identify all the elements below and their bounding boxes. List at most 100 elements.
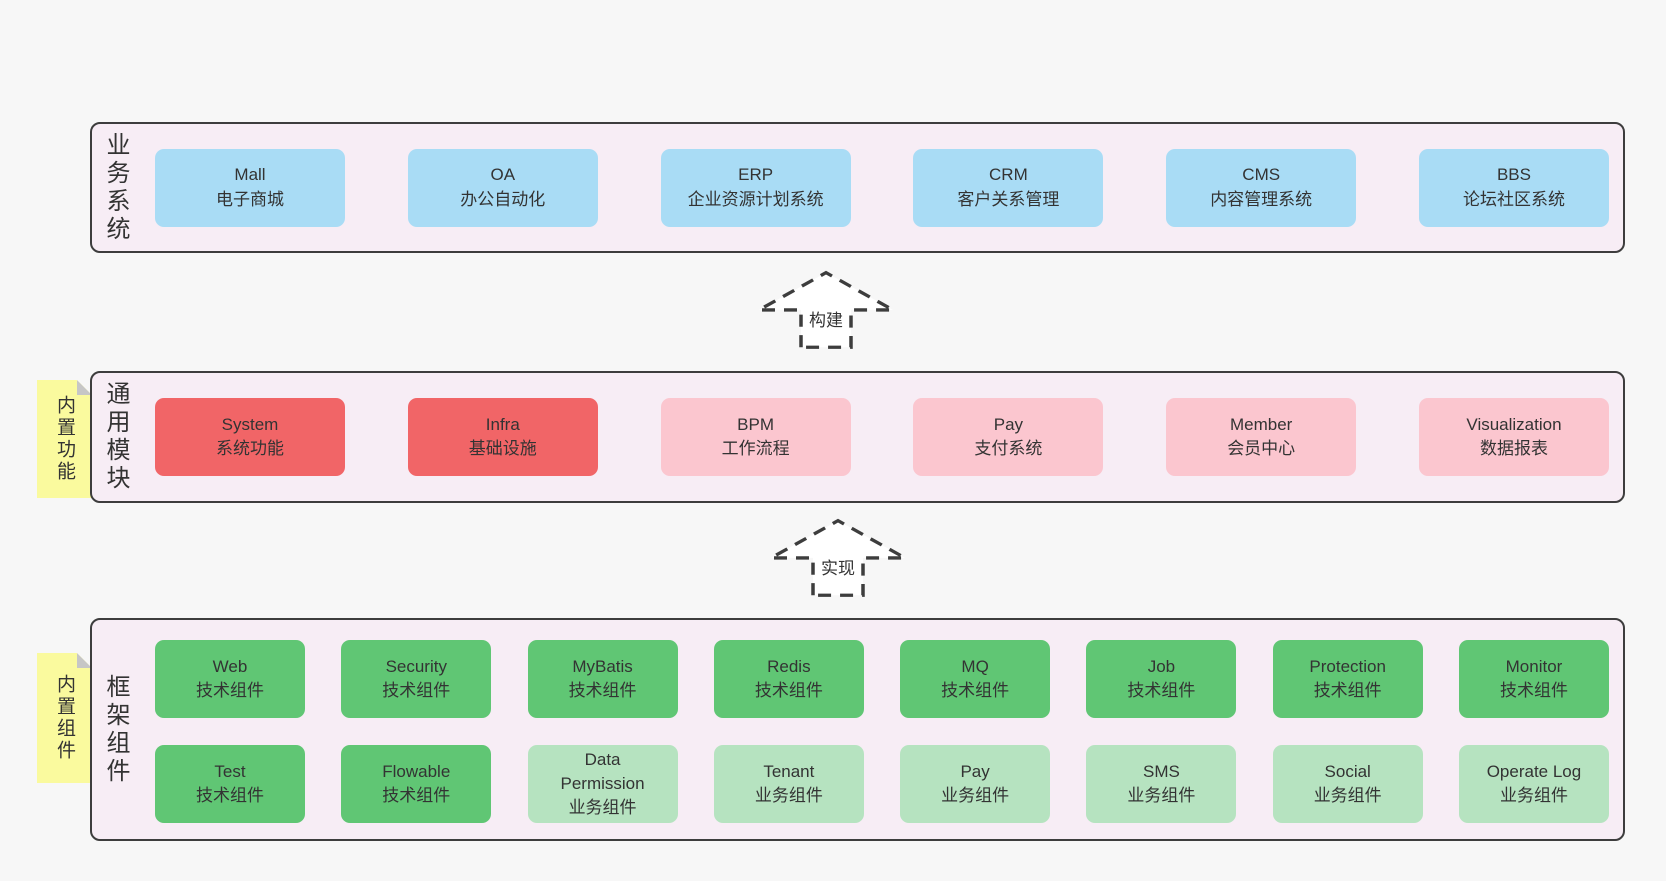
component-box: Redis 技术组件 xyxy=(713,640,864,718)
module-box: Visualization 数据报表 xyxy=(1418,398,1609,476)
component-name: Flowable xyxy=(382,761,451,781)
component-desc: 技术组件 xyxy=(196,786,264,805)
module-box: Member 会员中心 xyxy=(1166,398,1357,476)
system-desc: 客户关系管理 xyxy=(957,189,1060,209)
component-name: Pay xyxy=(960,761,990,781)
component-desc: 技术组件 xyxy=(382,681,451,700)
component-box: Data Permission 业务组件 xyxy=(527,745,678,823)
band-label-common-modules: 通用模块 xyxy=(102,381,129,493)
component-box: Security 技术组件 xyxy=(341,640,492,718)
module-name: BPM xyxy=(737,414,775,434)
framework-components-row-1: Web 技术组件 Security 技术组件 MyBatis 技术组件 Redi… xyxy=(155,640,1609,718)
component-box: Protection 技术组件 xyxy=(1272,640,1423,718)
module-desc: 会员中心 xyxy=(1227,439,1296,458)
module-name: Infra xyxy=(485,414,520,434)
system-box: Mall 电子商城 xyxy=(155,148,345,227)
system-box: CMS 内容管理系统 xyxy=(1166,148,1357,227)
sticky-note-label: 内置功能 xyxy=(54,395,75,483)
sticky-note-label: 内置组件 xyxy=(54,674,75,762)
component-name: Protection xyxy=(1309,656,1386,676)
component-desc: 技术组件 xyxy=(754,681,823,700)
component-desc: 技术组件 xyxy=(568,681,637,700)
component-name: MQ xyxy=(961,656,989,676)
system-name: ERP xyxy=(738,165,774,185)
component-name: Monitor xyxy=(1505,656,1563,676)
arrow-label: 实现 xyxy=(818,554,858,579)
component-box: Monitor 技术组件 xyxy=(1458,640,1609,718)
arrow-up-build: 构建 xyxy=(751,268,901,350)
module-box: Pay 支付系统 xyxy=(913,398,1104,476)
system-box: OA 办公自动化 xyxy=(407,148,598,227)
component-name: Data Permission xyxy=(560,749,645,793)
system-desc: 论坛社区系统 xyxy=(1462,189,1565,209)
component-box: Web 技术组件 xyxy=(155,640,305,718)
module-desc: 工作流程 xyxy=(721,439,790,458)
component-desc: 技术组件 xyxy=(196,681,264,700)
component-desc: 业务组件 xyxy=(1127,786,1196,805)
component-name: Security xyxy=(385,656,447,676)
module-box: System 系统功能 xyxy=(155,398,345,476)
system-desc: 企业资源计划系统 xyxy=(687,189,824,209)
system-box: ERP 企业资源计划系统 xyxy=(660,148,851,227)
component-box: MQ 技术组件 xyxy=(900,640,1051,718)
component-desc: 技术组件 xyxy=(1127,681,1196,700)
component-desc: 业务组件 xyxy=(941,786,1010,805)
arrow-up-implement: 实现 xyxy=(763,516,913,598)
system-name: BBS xyxy=(1496,165,1531,185)
module-name: Visualization xyxy=(1466,414,1562,434)
component-desc: 技术组件 xyxy=(382,786,451,805)
band-label-framework-components: 框架组件 xyxy=(102,673,129,786)
component-desc: 业务组件 xyxy=(568,798,637,818)
module-name: System xyxy=(221,414,279,434)
module-desc: 系统功能 xyxy=(216,439,284,458)
band-label-business-systems: 业务系统 xyxy=(102,131,129,244)
component-box: Social 业务组件 xyxy=(1272,745,1423,823)
component-name: Tenant xyxy=(763,761,815,781)
component-desc: 业务组件 xyxy=(1313,786,1382,805)
band-common-modules: 通用模块 System 系统功能 Infra 基础设施 BPM 工作流程 xyxy=(90,371,1625,503)
component-desc: 业务组件 xyxy=(1499,786,1568,805)
component-name: Redis xyxy=(767,656,811,676)
component-name: Job xyxy=(1147,656,1176,676)
component-box: Test 技术组件 xyxy=(155,745,305,823)
component-box: MyBatis 技术组件 xyxy=(527,640,678,718)
module-box: Infra 基础设施 xyxy=(407,398,598,476)
component-desc: 技术组件 xyxy=(941,681,1010,700)
arrow-label: 构建 xyxy=(806,306,846,331)
module-desc: 基础设施 xyxy=(468,439,537,458)
module-desc: 数据报表 xyxy=(1479,439,1548,458)
module-desc: 支付系统 xyxy=(974,439,1043,458)
module-name: Member xyxy=(1230,414,1293,434)
system-name: Mall xyxy=(234,165,266,185)
system-desc: 办公自动化 xyxy=(460,189,546,209)
component-name: Operate Log xyxy=(1486,761,1582,781)
system-desc: 内容管理系统 xyxy=(1210,189,1313,209)
component-name: SMS xyxy=(1142,761,1180,781)
system-box: BBS 论坛社区系统 xyxy=(1418,148,1609,227)
system-name: OA xyxy=(490,165,516,185)
common-modules-row: System 系统功能 Infra 基础设施 BPM 工作流程 Pay 支付系统 xyxy=(155,398,1609,476)
component-box: Job 技术组件 xyxy=(1086,640,1237,718)
business-systems-row: Mall 电子商城 OA 办公自动化 ERP 企业资源计划系统 CRM 客户关系… xyxy=(155,148,1609,227)
system-name: CMS xyxy=(1242,165,1281,185)
component-desc: 业务组件 xyxy=(754,786,823,805)
component-desc: 技术组件 xyxy=(1313,681,1382,700)
system-name: CRM xyxy=(989,165,1028,185)
band-framework-components: 框架组件 Web 技术组件 Security 技术组件 MyBatis 技术组件 xyxy=(90,618,1625,841)
module-box: BPM 工作流程 xyxy=(660,398,851,476)
band-business-systems: 业务系统 Mall 电子商城 OA 办公自动化 ERP 企业资源计划系统 xyxy=(90,122,1625,253)
component-name: MyBatis xyxy=(572,656,633,676)
sticky-note-builtin-features: 内置功能 xyxy=(37,380,92,498)
sticky-note-builtin-components: 内置组件 xyxy=(37,653,92,783)
system-box: CRM 客户关系管理 xyxy=(913,148,1104,227)
component-box: Pay 业务组件 xyxy=(900,745,1051,823)
component-box: Flowable 技术组件 xyxy=(341,745,492,823)
component-box: Tenant 业务组件 xyxy=(713,745,864,823)
component-name: Web xyxy=(212,656,248,676)
component-desc: 技术组件 xyxy=(1499,681,1568,700)
system-desc: 电子商城 xyxy=(216,189,284,209)
module-name: Pay xyxy=(993,414,1024,434)
component-box: Operate Log 业务组件 xyxy=(1458,745,1609,823)
component-name: Social xyxy=(1324,761,1371,781)
